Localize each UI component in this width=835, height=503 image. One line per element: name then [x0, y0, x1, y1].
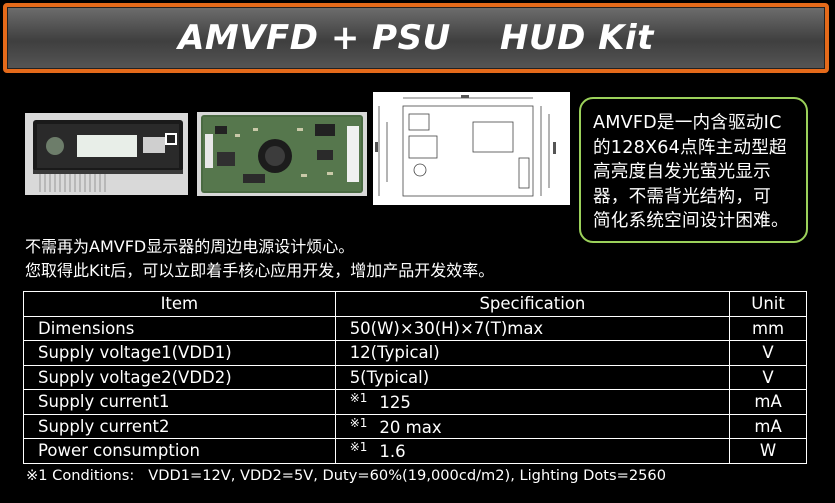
spec-cell: 12(Typical): [334, 340, 731, 366]
column-header-unit: Unit: [729, 291, 807, 317]
item-cell: Dimensions: [23, 315, 336, 341]
spec-cell: 50(W)×30(H)×7(T)max: [334, 315, 731, 341]
intro-line: 不需再为AMVFD显示器的周边电源设计烦心。: [25, 237, 355, 256]
callout-line: 器，不需背光结构，可: [593, 186, 771, 207]
table-row: Supply voltage1(VDD1) 12(Typical) V: [23, 340, 807, 366]
conditions-footnote: ※1 Conditions: VDD1=12V, VDD2=5V, Duty=6…: [26, 467, 666, 484]
note-mark: ※1: [349, 415, 368, 430]
spec-cell: ※1 125: [334, 389, 731, 415]
unit-cell: mA: [729, 389, 807, 415]
callout-line: 简化系统空间设计困难。: [593, 211, 789, 231]
item-cell: Power consumption: [23, 438, 336, 464]
callout-line: 的128X64点阵主动型超: [593, 137, 787, 158]
spec-cell: ※1 20 max: [334, 413, 731, 439]
column-header-specification: Specification: [334, 291, 731, 317]
item-cell: Supply voltage1(VDD1): [23, 340, 336, 366]
unit-cell: mm: [729, 315, 807, 341]
intro-text: 不需再为AMVFD显示器的周边电源设计烦心。 您取得此Kit后，可以立即着手核心…: [25, 235, 494, 283]
table-row: Supply current2 ※1 20 max mA: [23, 413, 807, 439]
callout-line: 高亮度自发光萤光显示: [593, 162, 771, 182]
table-row: Supply voltage2(VDD2) 5(Typical) V: [23, 364, 807, 390]
unit-cell: V: [729, 364, 807, 390]
note-mark: ※1: [349, 391, 368, 406]
banner-title: AMVFD + PSU HUD Kit: [178, 18, 654, 58]
item-cell: Supply current2: [23, 413, 336, 439]
spec-value: 125: [379, 393, 411, 413]
note-mark: ※1: [349, 440, 368, 455]
intro-line: 您取得此Kit后，可以立即着手核心应用开发，增加产品开发效率。: [25, 261, 495, 280]
table-header-row: Item Specification Unit: [23, 291, 807, 317]
spec-cell: 5(Typical): [334, 364, 731, 390]
callout-line: AMVFD是一内含驱动IC: [593, 113, 782, 133]
title-banner: AMVFD + PSU HUD Kit: [3, 3, 829, 73]
unit-cell: V: [729, 340, 807, 366]
spec-value: 20 max: [379, 417, 442, 437]
spec-table: Item Specification Unit Dimensions 50(W)…: [23, 291, 807, 464]
spec-value: 1.6: [379, 442, 406, 462]
amvfd-module-photo: [25, 113, 188, 195]
psu-board-photo: [197, 112, 367, 196]
dimension-drawing: [373, 92, 570, 205]
unit-cell: mA: [729, 413, 807, 439]
table-row: Supply current1 ※1 125 mA: [23, 389, 807, 415]
table-row: Dimensions 50(W)×30(H)×7(T)max mm: [23, 315, 807, 341]
item-cell: Supply current1: [23, 389, 336, 415]
item-cell: Supply voltage2(VDD2): [23, 364, 336, 390]
table-row: Power consumption ※1 1.6 W: [23, 438, 807, 464]
spec-cell: ※1 1.6: [334, 438, 731, 464]
description-callout: AMVFD是一内含驱动IC 的128X64点阵主动型超 高亮度自发光萤光显示 器…: [579, 97, 808, 243]
column-header-item: Item: [23, 291, 336, 317]
unit-cell: W: [729, 438, 807, 464]
